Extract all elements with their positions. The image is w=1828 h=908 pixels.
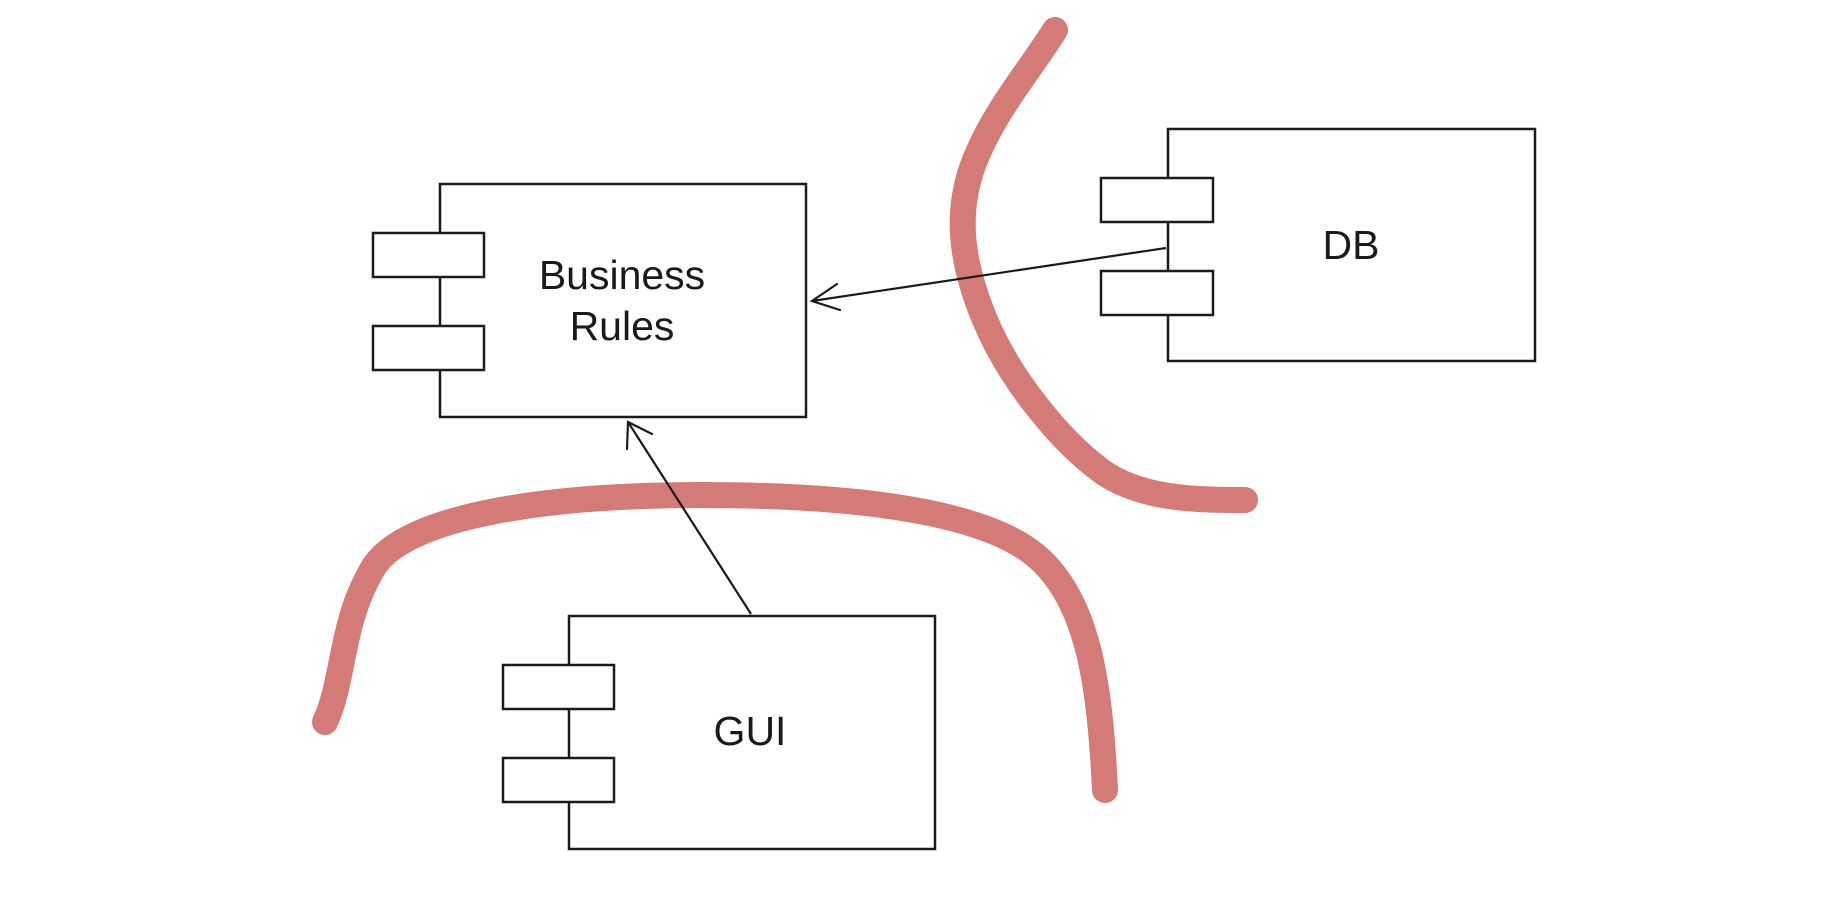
boundary-line-gui xyxy=(312,482,1118,803)
dependency-line-gui xyxy=(627,421,752,615)
db-label: DB xyxy=(1323,222,1380,268)
business-rules-box xyxy=(438,182,808,419)
db-port-top xyxy=(1099,176,1215,224)
db-port-bottom xyxy=(1099,269,1215,317)
gui-label: GUI xyxy=(714,708,787,754)
business-rules-component: Business Rules xyxy=(371,182,808,419)
gui-port-bottom xyxy=(501,756,616,804)
boundary-line-db xyxy=(949,17,1258,513)
dependency-line-db xyxy=(811,246,1167,303)
gui-box xyxy=(567,614,937,851)
arrowhead-gui xyxy=(625,420,654,451)
business-rules-label-line2: Rules xyxy=(570,303,675,349)
dependency-gui-to-business-rules xyxy=(625,420,752,615)
business-rules-port-top xyxy=(371,231,486,279)
gui-port-top xyxy=(501,663,616,711)
arrowhead-db xyxy=(809,282,842,312)
business-rules-port-bottom xyxy=(371,324,486,372)
db-box xyxy=(1166,127,1537,363)
db-component: DB xyxy=(1099,127,1537,363)
dependency-db-to-business-rules xyxy=(809,246,1167,312)
business-rules-label-line1: Business xyxy=(539,252,705,298)
gui-component: GUI xyxy=(501,614,937,851)
